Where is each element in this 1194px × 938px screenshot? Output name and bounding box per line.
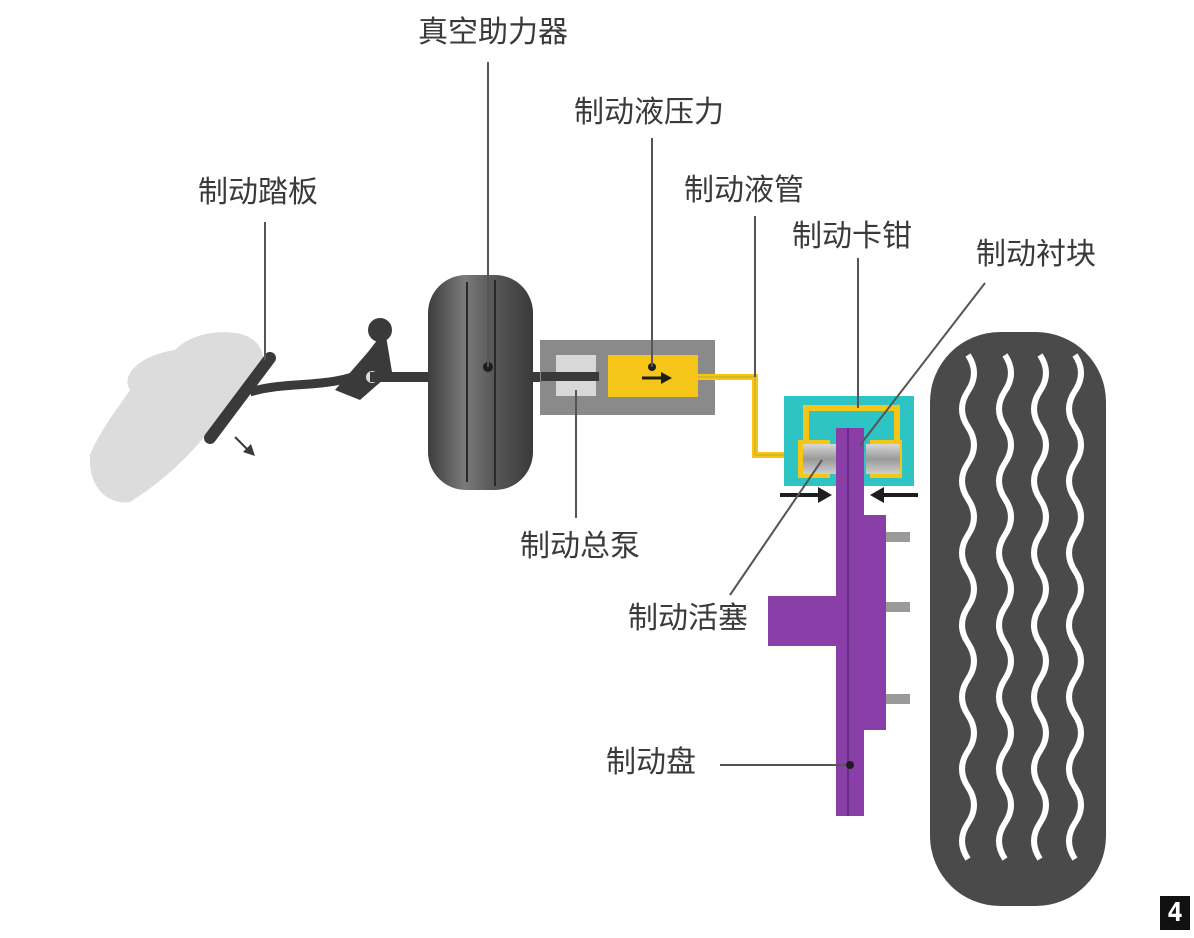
label-brake-piston: 制动活塞 (628, 601, 748, 636)
leader-lines (264, 62, 986, 766)
label-brake-fluid-pressure: 制动液压力 (574, 95, 724, 130)
brake-fluid-line (698, 374, 802, 458)
label-brake-disc: 制动盘 (606, 745, 696, 780)
label-vacuum-booster: 真空助力器 (418, 15, 568, 50)
vacuum-booster (428, 275, 533, 490)
brake-pedal-pad (204, 352, 276, 456)
master-cylinder (540, 340, 715, 415)
brake-disc (768, 428, 910, 816)
page-number-badge: 4 (1160, 896, 1190, 930)
label-brake-line: 制动液管 (684, 173, 804, 208)
leader-brake-piston (729, 459, 823, 596)
leader-brake-pad (859, 282, 986, 446)
label-brake-caliper: 制动卡钳 (792, 219, 912, 254)
tire (930, 332, 1106, 906)
label-brake-pad: 制动衬块 (976, 237, 1096, 272)
label-master-cylinder: 制动总泵 (520, 529, 640, 564)
clamp-arrows (780, 487, 918, 503)
label-brake-pedal: 制动踏板 (198, 175, 318, 210)
pedal-arm (248, 318, 432, 400)
foot-shape (89, 332, 264, 503)
brake-disc-dot (846, 761, 854, 769)
